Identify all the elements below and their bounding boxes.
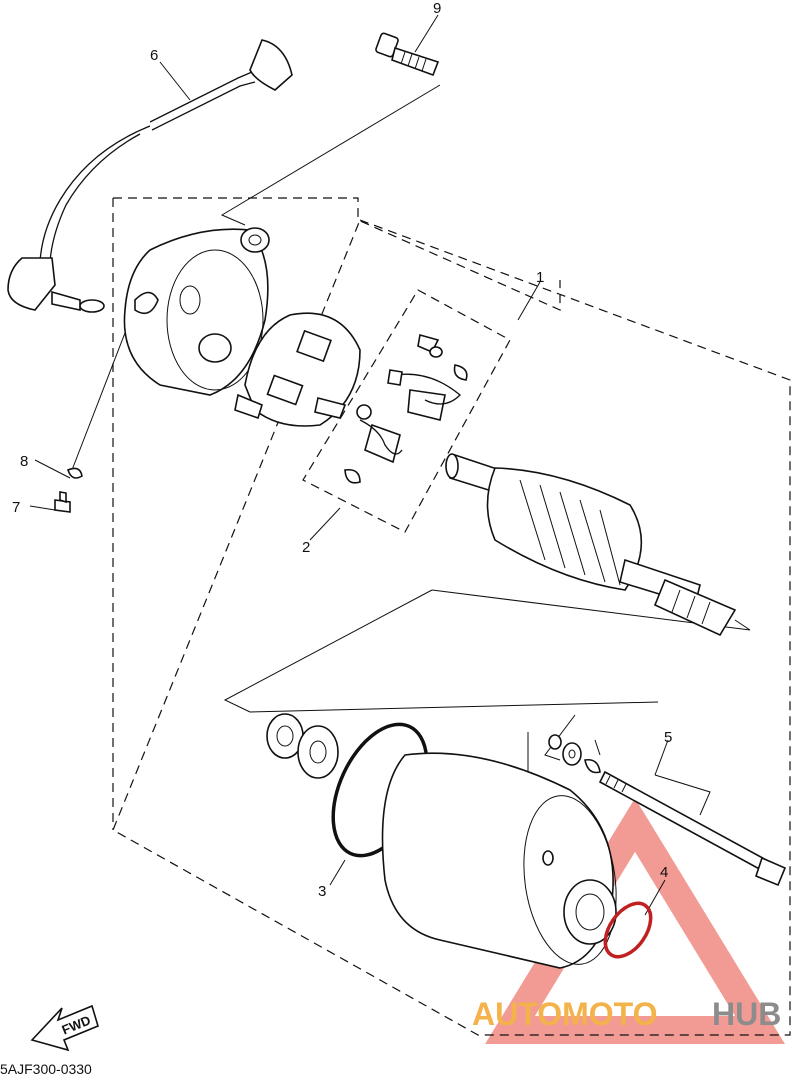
screw-9 [375,32,440,77]
leader-lines [29,14,751,916]
callout-2: 2 [302,539,310,556]
callout-8: 8 [20,453,28,470]
callout-4: 4 [660,864,668,881]
watermark-text-part1: AUTOMOTO [472,996,657,1032]
diagram-code: 5AJF300-0330 [0,1061,92,1077]
callout-1: 1 [536,269,544,286]
watermark-text-part2: HUB [712,996,781,1032]
callout-6: 6 [150,47,158,64]
rear-cover [123,227,270,396]
o-ring-4 [603,901,653,959]
assembly-outline [112,197,791,1036]
bolt-kit-5 [548,734,787,887]
callout-3: 3 [318,883,326,900]
brush-kit-parts [344,333,468,484]
fwd-arrow [30,1004,99,1052]
shims [266,713,339,779]
callout-5: 5 [664,729,672,746]
armature [445,453,737,637]
lead-wire-6 [7,39,293,313]
callout-7: 7 [12,499,20,516]
screw-7-washer-8 [54,467,83,513]
callout-9: 9 [433,0,441,17]
yoke [381,752,617,969]
brush-holder [234,312,361,427]
